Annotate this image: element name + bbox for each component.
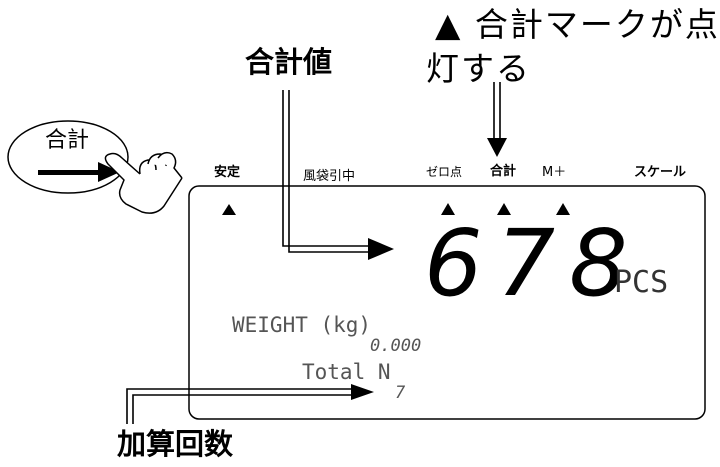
indicator-triangle-icon: [497, 203, 511, 215]
main-digits: 678: [424, 210, 642, 317]
indicator-total: 合計: [490, 164, 517, 179]
button-arrowhead: [98, 162, 120, 182]
lcd-frame: [188, 185, 706, 420]
indicator-note-arrowhead: [487, 138, 507, 157]
total-count: 7: [395, 383, 406, 403]
total-n-label: Total N: [302, 360, 391, 384]
indicator-triangle-icon: [556, 203, 570, 215]
total-value-arrow-line: [282, 90, 370, 253]
unit-label: PCS: [614, 265, 669, 300]
indicator-note-arrow-line: [493, 82, 501, 140]
total-button-label: 合計: [45, 128, 90, 153]
indicator-triangle-icon: [222, 204, 236, 215]
indicator-stable: 安定: [214, 165, 241, 180]
count-arrow-line: [126, 388, 353, 424]
indicator-scale: スケール: [634, 165, 687, 180]
weight-label: WEIGHT (kg): [232, 313, 372, 337]
button-arrow-shaft: [38, 170, 100, 175]
indicator-zero: ゼロ点: [426, 165, 463, 179]
total-value-label: 合計値: [245, 45, 333, 79]
pointing-hand-icon: [104, 151, 183, 214]
indicator-note-line2: 灯する: [426, 49, 531, 88]
indicator-triangle-icon: [441, 203, 455, 215]
count-arrowhead: [351, 384, 374, 400]
indicator-note-line1: ▲ 合計マークが点: [435, 5, 720, 44]
indicator-windbag: 風袋引中: [303, 169, 356, 184]
weight-value: 0.000: [370, 336, 422, 356]
count-label: 加算回数: [117, 427, 234, 461]
total-value-arrowhead: [368, 238, 394, 260]
indicator-mplus: M＋: [542, 165, 567, 180]
